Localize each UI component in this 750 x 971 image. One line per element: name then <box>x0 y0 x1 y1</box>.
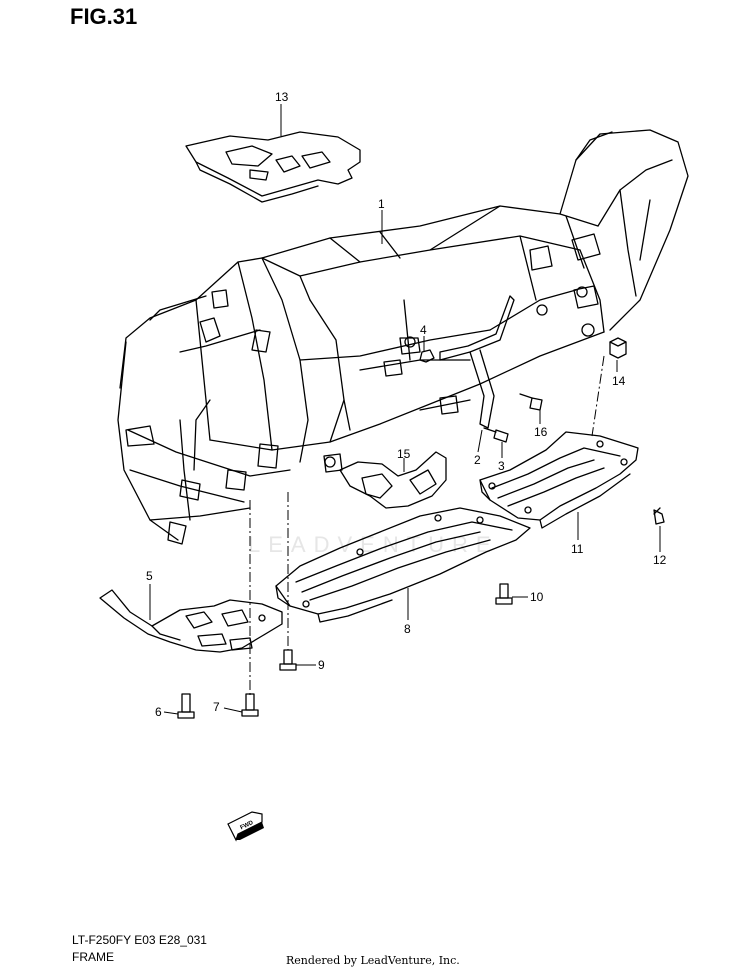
model-code: LT-F250FY E03 E28_031 <box>72 933 207 947</box>
part-4-nut[interactable] <box>419 349 435 363</box>
callout-2: 2 <box>474 453 481 467</box>
callout-16: 16 <box>534 425 548 439</box>
part-11-footrest-plate-right[interactable] <box>479 431 639 529</box>
leader-7 <box>223 707 243 713</box>
forward-direction-label: FWD <box>240 820 256 832</box>
forward-direction-icon: FWD <box>227 811 264 842</box>
callout-9: 9 <box>318 658 325 672</box>
callout-13: 13 <box>275 90 289 104</box>
part-10-bolt[interactable] <box>495 583 513 605</box>
callout-3: 3 <box>498 459 505 473</box>
part-6-bolt[interactable] <box>177 693 195 719</box>
callout-14: 14 <box>612 374 626 388</box>
section-name: FRAME <box>72 950 114 964</box>
part-16-bolt[interactable] <box>519 393 543 411</box>
part-1-main-frame[interactable] <box>117 129 689 545</box>
callout-10: 10 <box>530 590 544 604</box>
part-12-bolt[interactable] <box>653 507 665 525</box>
callout-4: 4 <box>420 323 427 337</box>
alignment-line-14 <box>591 355 605 437</box>
callout-5: 5 <box>146 569 153 583</box>
part-13-front-plate[interactable] <box>185 131 361 203</box>
callout-11: 11 <box>571 542 584 556</box>
part-9-bolt[interactable] <box>279 649 297 671</box>
callout-8: 8 <box>404 622 411 636</box>
callout-6: 6 <box>155 705 162 719</box>
part-15-guard[interactable] <box>339 451 447 509</box>
callout-7: 7 <box>213 700 220 714</box>
rendered-by-credit: Rendered by LeadVenture, Inc. <box>286 954 460 967</box>
leader-6 <box>163 711 179 715</box>
part-14-bushing[interactable] <box>609 337 627 359</box>
leader-2 <box>477 429 483 453</box>
part-3-bolt[interactable] <box>483 427 509 443</box>
part-8-center-skid-plate[interactable] <box>275 507 531 623</box>
callout-1: 1 <box>378 197 385 211</box>
callout-12: 12 <box>653 553 667 567</box>
part-7-bolt[interactable] <box>241 693 259 717</box>
part-5-front-skid-plate[interactable] <box>99 589 283 653</box>
part-2-side-bracket[interactable] <box>439 295 515 429</box>
figure-title: FIG.31 <box>70 4 138 29</box>
callout-15: 15 <box>397 447 411 461</box>
